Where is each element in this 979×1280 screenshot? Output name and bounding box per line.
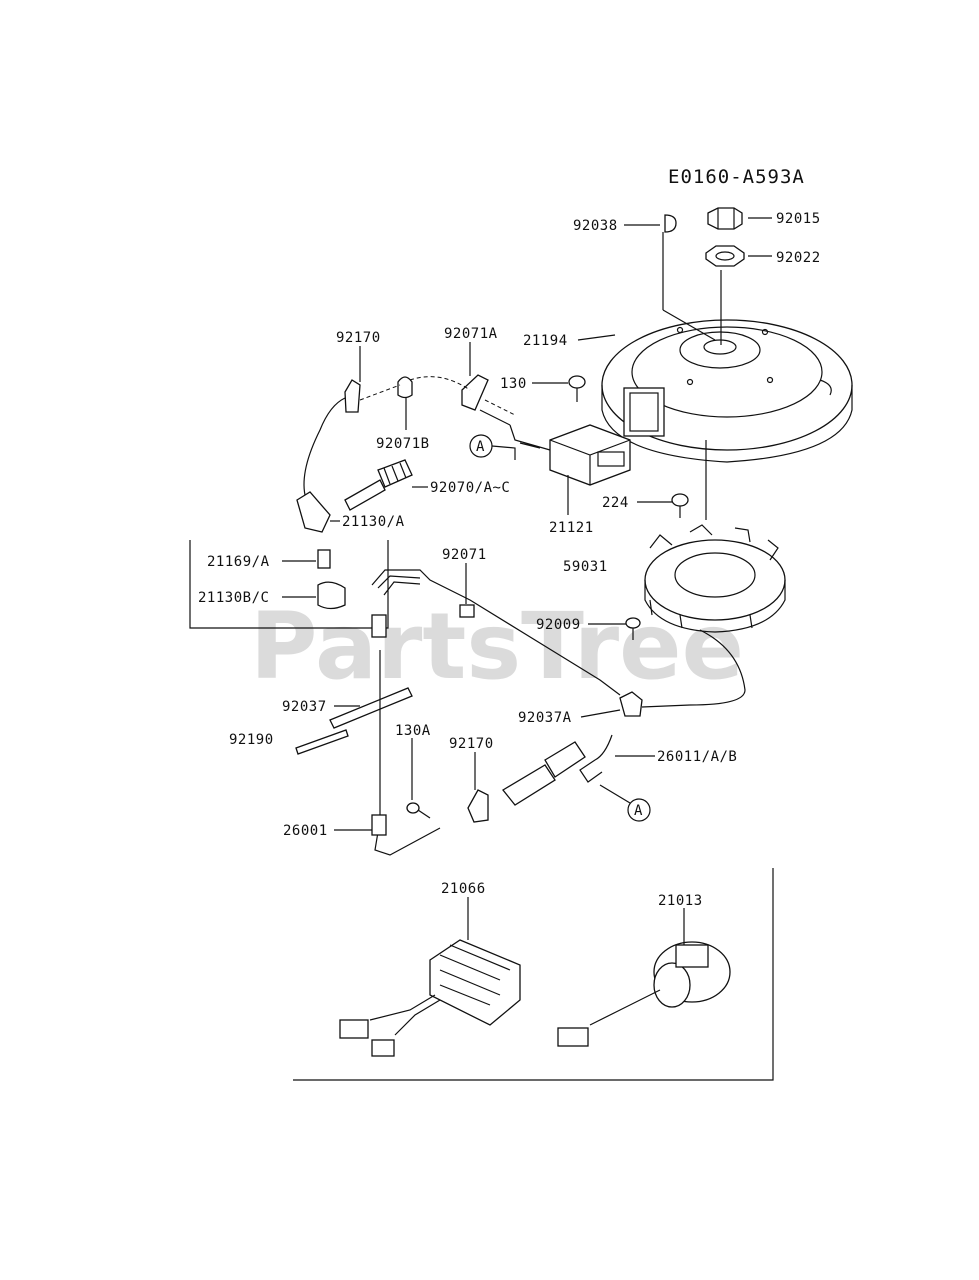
plug-cap-accessory-parts[interactable] xyxy=(317,549,346,610)
flywheel-part[interactable] xyxy=(601,319,853,463)
label-21194: 21194 xyxy=(523,333,568,349)
label-92037: 92037 xyxy=(282,699,327,715)
ignition-coil-part[interactable] xyxy=(479,409,631,486)
svg-text:A: A xyxy=(476,439,485,455)
label-92070: 92070/A~C xyxy=(430,480,510,496)
plug-cap-part[interactable] xyxy=(296,397,346,533)
label-130: 130 xyxy=(500,376,527,392)
label-26011: 26011/A/B xyxy=(657,749,737,765)
stator-part[interactable] xyxy=(644,524,786,706)
plate-92071A-part[interactable] xyxy=(461,374,489,411)
screw-130A-part[interactable] xyxy=(406,802,431,819)
inset-box xyxy=(189,540,389,629)
callout-marker-a-lower: A xyxy=(599,784,651,822)
screw-92009-part[interactable] xyxy=(625,617,641,640)
callout-marker-a-upper: A xyxy=(469,434,516,460)
label-21169: 21169/A xyxy=(207,554,270,570)
label-92015: 92015 xyxy=(776,211,821,227)
regulator-part[interactable] xyxy=(339,939,521,1057)
screw-130-part[interactable] xyxy=(568,375,586,402)
label-224: 224 xyxy=(602,495,629,511)
washer-part[interactable] xyxy=(705,245,745,267)
wire-harness-part[interactable] xyxy=(371,569,691,717)
label-92071: 92071 xyxy=(442,547,487,563)
leader-lines xyxy=(282,217,772,945)
label-21121: 21121 xyxy=(549,520,594,536)
label-92190: 92190 xyxy=(229,732,274,748)
label-130A: 130A xyxy=(395,723,431,739)
label-21066: 21066 xyxy=(441,881,486,897)
screw-224-part[interactable] xyxy=(671,493,689,518)
label-92037A: 92037A xyxy=(518,710,572,726)
label-21130A: 21130/A xyxy=(342,514,405,530)
clamp-92170-top-part[interactable] xyxy=(344,379,361,413)
diagram-code: E0160-A593A xyxy=(668,166,805,188)
label-59031: 59031 xyxy=(563,559,608,575)
rod-parts[interactable] xyxy=(295,687,413,755)
woodruff-key-part[interactable] xyxy=(664,214,677,233)
watermark: PartsTree xyxy=(250,593,744,700)
label-92022: 92022 xyxy=(776,250,821,266)
label-21013: 21013 xyxy=(658,893,703,909)
lower-box xyxy=(293,868,774,1081)
ground-wire-26011-part[interactable] xyxy=(579,734,613,783)
label-92009: 92009 xyxy=(536,617,581,633)
label-21130BC: 21130B/C xyxy=(198,590,269,606)
label-92071B: 92071B xyxy=(376,436,430,452)
clamp-92170-lower-part[interactable] xyxy=(467,789,489,823)
nut-part[interactable] xyxy=(707,207,743,230)
connector-part[interactable] xyxy=(502,741,586,806)
svg-text:A: A xyxy=(634,803,643,819)
spark-plug-part[interactable] xyxy=(344,459,413,511)
label-26001: 26001 xyxy=(283,823,328,839)
lead-wire-26001-part[interactable] xyxy=(371,650,441,856)
label-92038: 92038 xyxy=(573,218,618,234)
condenser-part[interactable] xyxy=(557,941,731,1047)
label-92170-lower: 92170 xyxy=(449,736,494,752)
part-labels: 92038 92015 92022 21194 92170 92071A 130… xyxy=(198,211,821,909)
clip-92071B-part[interactable] xyxy=(397,376,413,399)
label-92170-top: 92170 xyxy=(336,330,381,346)
label-92071A: 92071A xyxy=(444,326,498,342)
